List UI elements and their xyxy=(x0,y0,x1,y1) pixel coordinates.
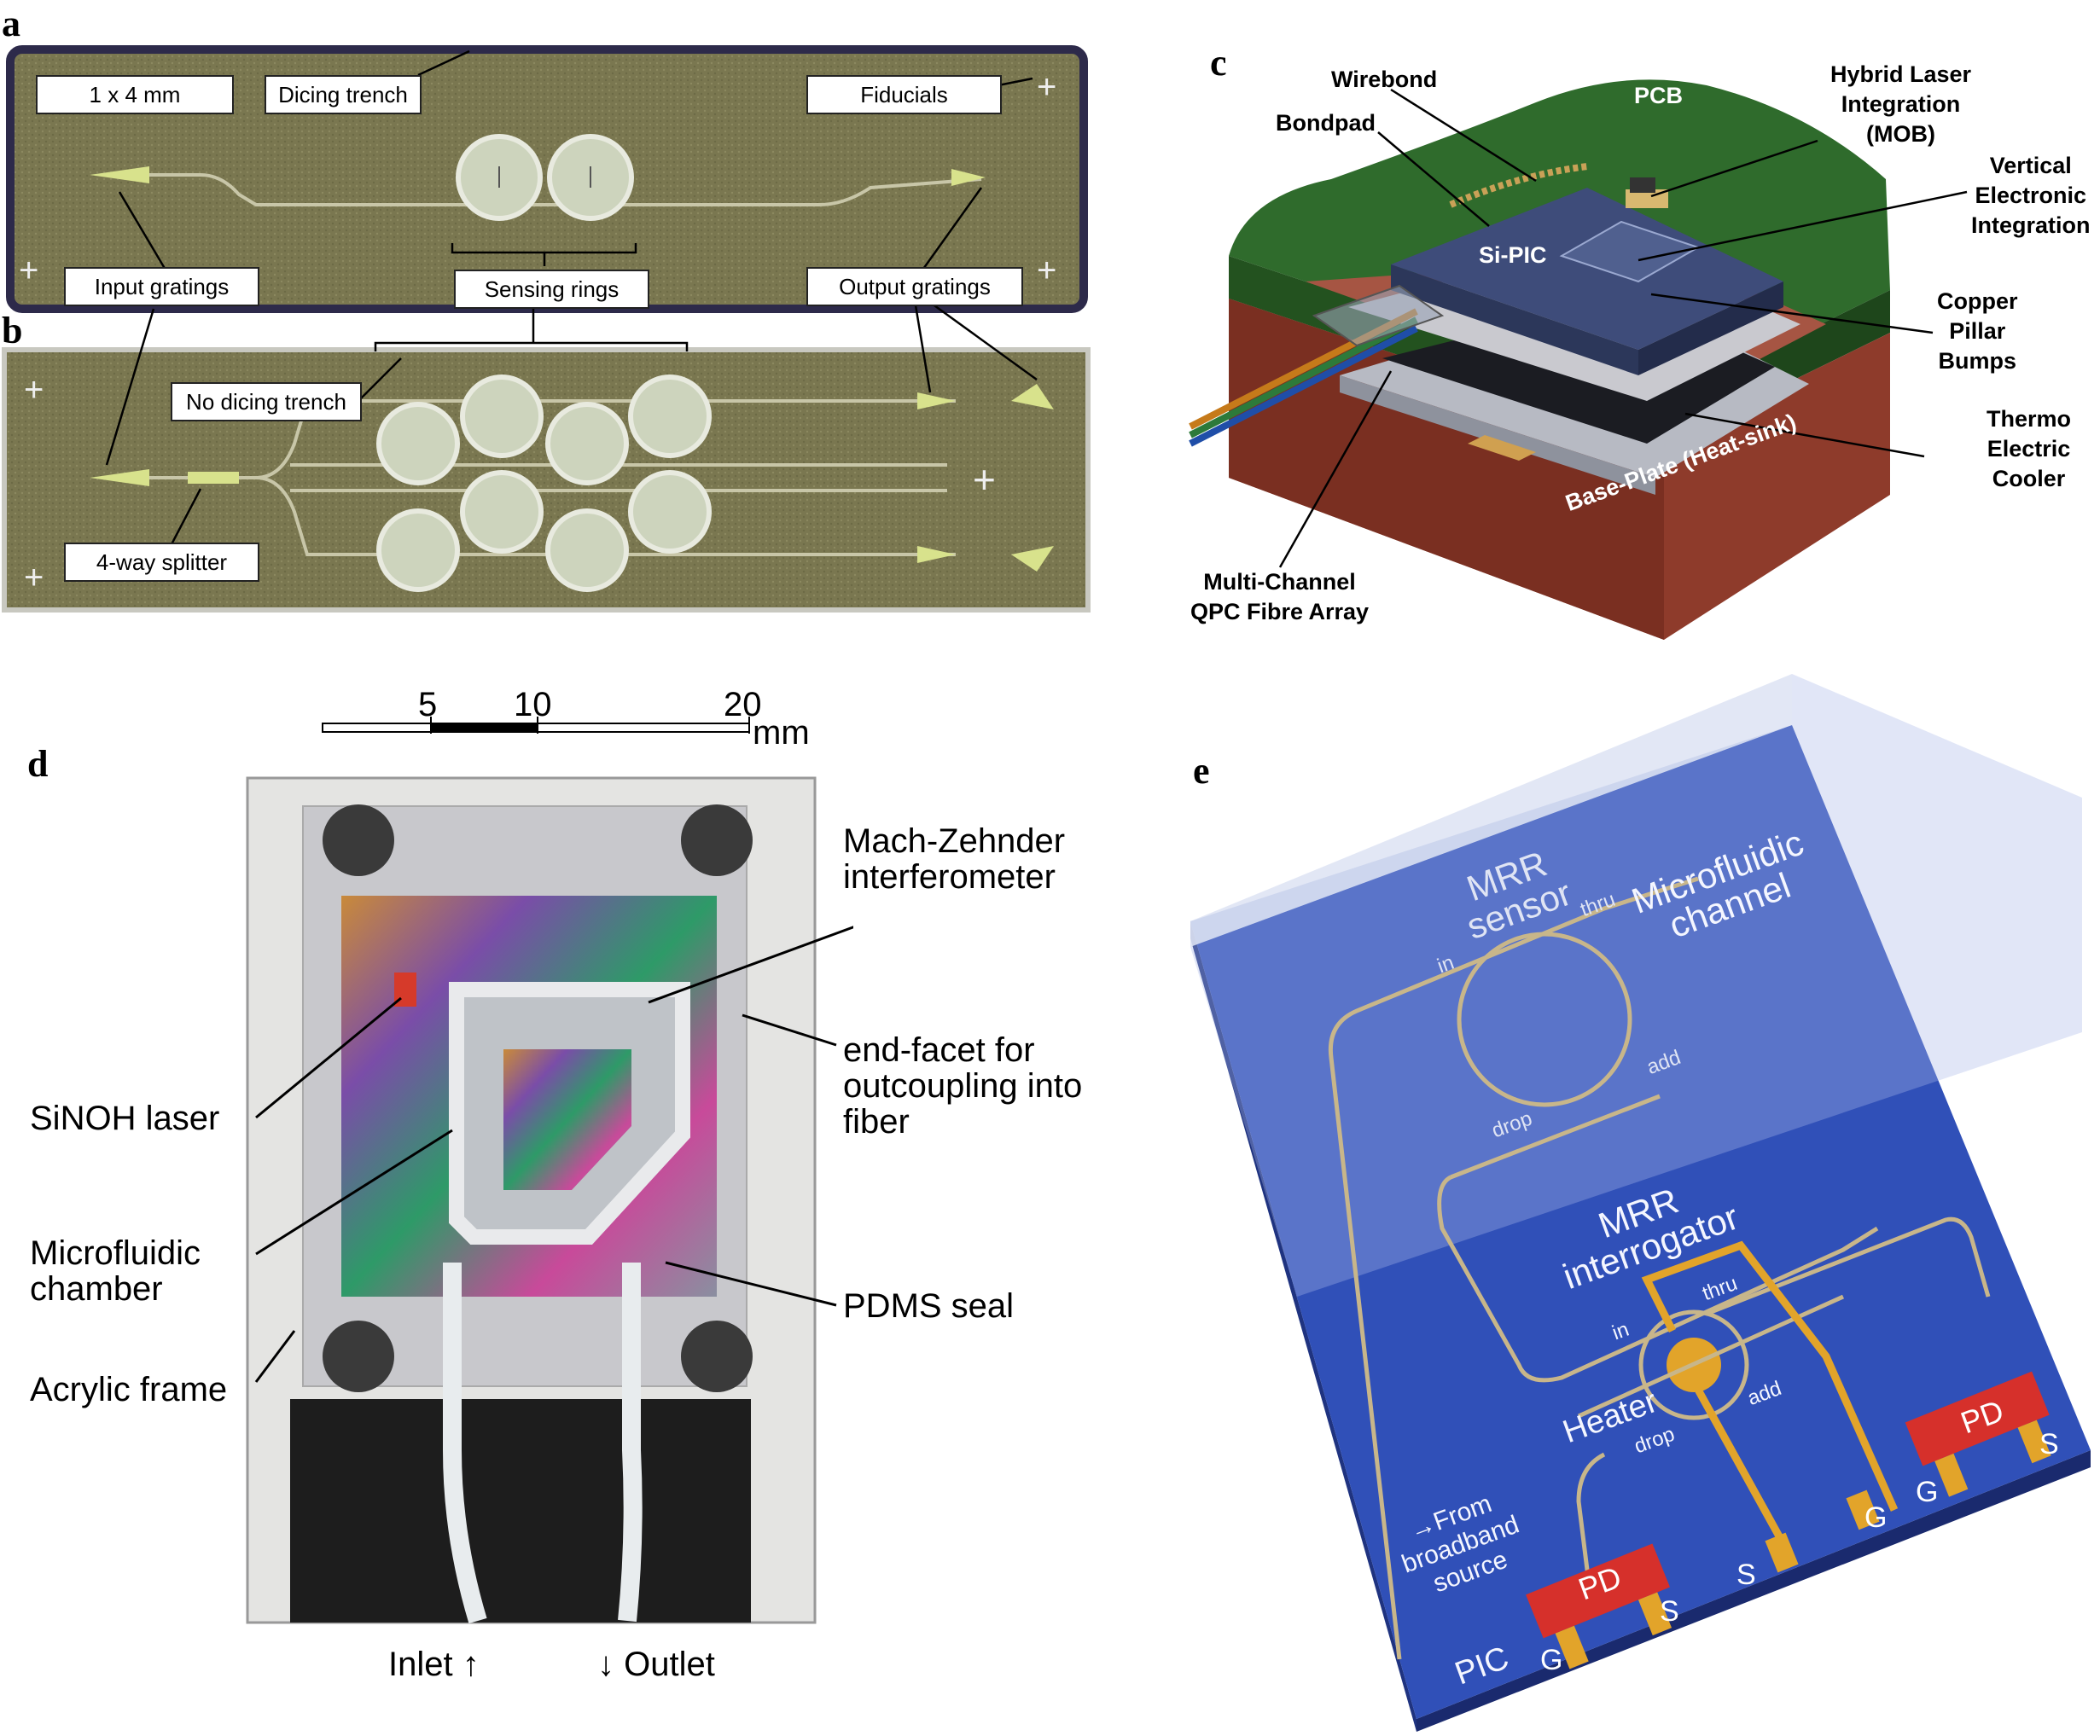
label-fiducials: Fiducials xyxy=(806,75,1002,114)
label-sensing-rings: Sensing rings xyxy=(454,270,649,309)
panel-c-letter: c xyxy=(1210,42,1227,84)
label-g-right: G xyxy=(1916,1476,1939,1508)
packaging-diagram xyxy=(1189,79,1968,640)
svg-text:+: + xyxy=(1037,252,1056,289)
panel-e-letter: e xyxy=(1193,750,1210,792)
label-s-right: S xyxy=(2039,1428,2059,1460)
label-dicing-trench: Dicing trench xyxy=(265,75,422,114)
si-pic xyxy=(1391,188,1783,350)
label-mzi: Mach-Zehnder interferometer xyxy=(843,822,1066,896)
label-g-left: G xyxy=(1540,1644,1563,1676)
photodiode-left xyxy=(1526,1543,1672,1669)
label-outlet: ↓ Outlet xyxy=(597,1646,715,1683)
chip-a-output-grating xyxy=(951,169,986,186)
scale-unit: mm xyxy=(753,714,810,752)
scale-tick-10: 10 xyxy=(514,686,552,723)
label-g-center: G xyxy=(1864,1501,1888,1534)
microfluidic-photo xyxy=(246,776,853,1624)
label-hybrid-laser: Hybrid Laser Integration (MOB) xyxy=(1830,61,1972,147)
label-splitter: 4-way splitter xyxy=(64,543,259,582)
label-chamber: Microfluidic chamber xyxy=(30,1234,201,1308)
panel-d-letter: d xyxy=(27,743,49,785)
screw-br xyxy=(681,1321,753,1392)
svg-text:+: + xyxy=(24,559,44,596)
label-output-gratings: Output gratings xyxy=(806,267,1023,306)
screw-bl xyxy=(323,1321,394,1392)
label-bondpad: Bondpad xyxy=(1276,110,1376,136)
label-no-dicing-trench: No dicing trench xyxy=(171,382,362,421)
scale-tick-5: 5 xyxy=(418,686,438,723)
label-inlet: Inlet ↑ xyxy=(388,1646,480,1683)
down-arrow-icon: ↓ xyxy=(597,1646,614,1683)
label-frame: Acrylic frame xyxy=(30,1371,228,1408)
panel-a-letter: a xyxy=(2,3,20,44)
label-pcb: PCB xyxy=(1634,83,1684,108)
label-thermo-electric: Thermo Electric Cooler xyxy=(1987,406,2072,491)
label-pdms: PDMS seal xyxy=(843,1287,1015,1325)
pic-chip xyxy=(1190,725,2091,1719)
photodiode-right xyxy=(1905,1371,2051,1497)
svg-text:+: + xyxy=(24,371,44,409)
tubing xyxy=(443,1263,643,1624)
label-s-center: S xyxy=(1736,1559,1756,1591)
label-vertical-electronic: Vertical Electronic Integration xyxy=(1971,153,2091,238)
chip-a-input-grating xyxy=(90,166,149,183)
up-arrow-icon: ↑ xyxy=(462,1646,480,1683)
screw-tr xyxy=(681,804,753,876)
label-copper-pillar: Copper Pillar Bumps xyxy=(1937,288,2018,374)
label-wirebond: Wirebond xyxy=(1331,67,1438,92)
panel-b-letter: b xyxy=(2,310,23,351)
chip-b-input-grating xyxy=(90,469,149,486)
svg-text:+: + xyxy=(973,457,996,502)
label-si-pic: Si-PIC xyxy=(1479,242,1547,268)
splitter-mmi xyxy=(188,472,239,484)
label-size: 1 x 4 mm xyxy=(36,75,234,114)
label-fibre-array: Multi-Channel QPC Fibre Array xyxy=(1190,569,1370,624)
chip-b-waveguides xyxy=(119,399,956,556)
microfluidic-overlay xyxy=(1190,674,1792,947)
chip-a-waveguide xyxy=(115,173,982,206)
scale-tick-20: 20 xyxy=(724,686,762,723)
label-end-facet: end-facet for outcoupling into fiber xyxy=(843,1031,1083,1141)
pic-schematic xyxy=(1190,674,2091,1732)
label-laser: SiNOH laser xyxy=(30,1100,220,1137)
svg-text:+: + xyxy=(19,252,38,289)
label-s-left: S xyxy=(1660,1595,1679,1628)
screw-tl xyxy=(323,804,394,876)
svg-text:+: + xyxy=(1037,68,1056,106)
scale-bar xyxy=(322,717,750,734)
chip-a xyxy=(6,45,1088,313)
label-input-gratings: Input gratings xyxy=(64,267,259,306)
